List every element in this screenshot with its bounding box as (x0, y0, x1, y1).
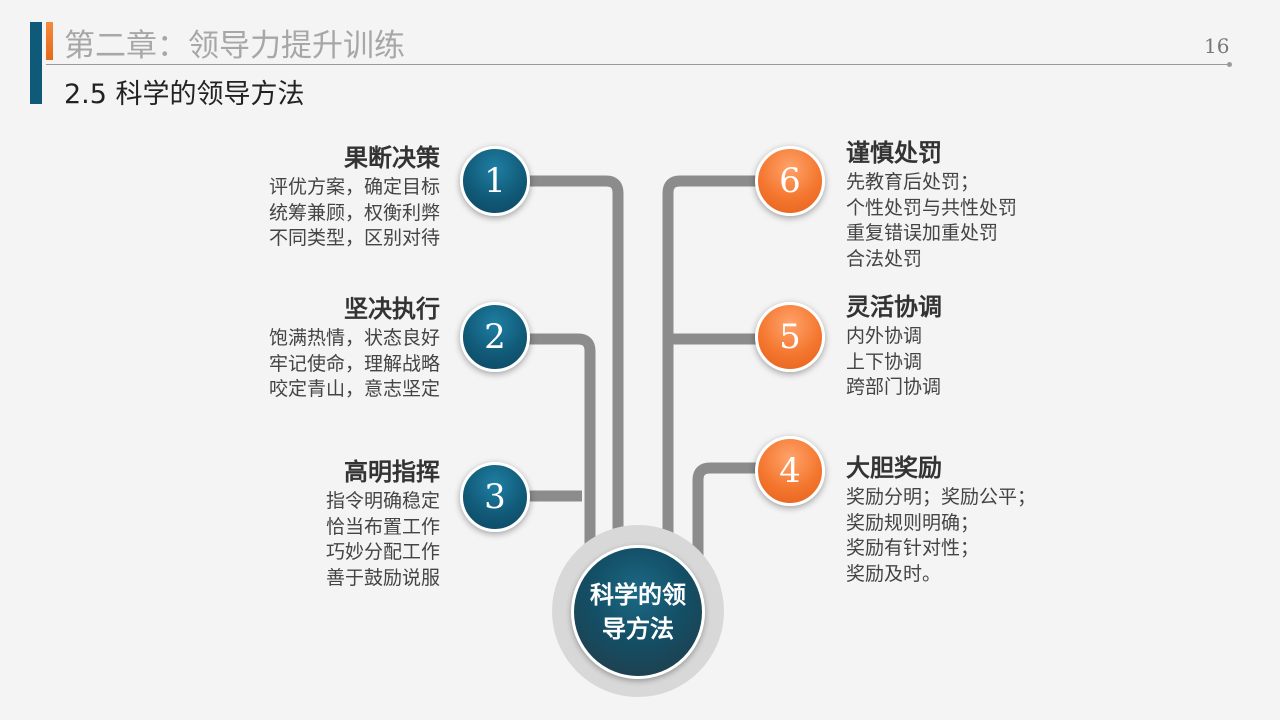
item-1-title: 果断决策 (344, 143, 440, 172)
title-divider (46, 64, 1230, 65)
item-6-line: 先教育后处罚； (846, 171, 980, 193)
section-subtitle: 2.5 科学的领导方法 (64, 79, 305, 110)
connector-6 (662, 175, 760, 560)
node-4: 4 (755, 436, 825, 506)
connector-1 (526, 175, 624, 560)
item-3-line: 巧妙分配工作 (325, 541, 440, 563)
item-5-line: 内外协调 (846, 325, 923, 347)
node-3-number: 3 (484, 477, 506, 517)
item-4-line: 奖励及时。 (846, 562, 942, 585)
node-6-number: 6 (779, 161, 801, 201)
item-5-line: 上下协调 (846, 350, 923, 373)
item-6-title: 谨慎处罚 (846, 138, 942, 167)
item-6-block: 谨慎处罚 先教育后处罚； 个性处罚与共性处罚 重复错误加重处罚 合法处罚 (846, 133, 1017, 272)
item-4-line: 奖励分明；奖励公平； (846, 486, 1037, 508)
item-1-line: 不同类型，区别对待 (268, 227, 440, 249)
title-divider-dot (1227, 62, 1232, 67)
item-2-block: 坚决执行 饱满热情，状态良好 牢记使命，理解战略 咬定青山，意志坚定 (269, 289, 440, 403)
item-2-line: 饱满热情，状态良好 (268, 327, 440, 349)
item-5-line: 跨部门协调 (846, 376, 942, 398)
item-2-line: 牢记使命，理解战略 (268, 352, 440, 375)
node-2: 2 (460, 302, 530, 372)
item-4-title: 大胆奖励 (846, 453, 942, 482)
page-title: 第二章：领导力提升训练 (64, 28, 405, 64)
item-1-line: 评优方案，确定目标 (268, 176, 440, 198)
connector-4 (692, 462, 760, 572)
item-3-title: 高明指挥 (344, 457, 440, 486)
node-2-number: 2 (484, 317, 506, 357)
item-2-line: 咬定青山，意志坚定 (268, 378, 440, 400)
node-6: 6 (755, 146, 825, 216)
connector-2 (526, 333, 596, 572)
page-number: 16 (1204, 34, 1230, 58)
item-3-line: 指令明确稳定 (325, 490, 440, 512)
node-1-number: 1 (484, 161, 506, 201)
center-hub: 科学的领导方法 (571, 545, 705, 679)
item-3-block: 高明指挥 指令明确稳定 恰当布置工作 巧妙分配工作 善于鼓励说服 (326, 452, 440, 591)
item-5-block: 灵活协调 内外协调 上下协调 跨部门协调 (846, 287, 942, 401)
node-1: 1 (460, 146, 530, 216)
node-3: 3 (460, 462, 530, 532)
item-4-line: 奖励有针对性； (846, 537, 980, 559)
item-1-line: 统筹兼顾，权衡利弊 (268, 201, 440, 224)
title-accent-orange (46, 22, 53, 60)
center-label: 科学的领导方法 (590, 580, 686, 643)
item-6-line: 合法处罚 (846, 247, 923, 270)
title-accent-bar (30, 22, 42, 104)
node-5-number: 5 (779, 317, 801, 357)
item-4-block: 大胆奖励 奖励分明；奖励公平； 奖励规则明确； 奖励有针对性； 奖励及时。 (846, 448, 1036, 587)
item-3-line: 善于鼓励说服 (325, 566, 440, 589)
node-5: 5 (755, 302, 825, 372)
item-5-title: 灵活协调 (846, 292, 942, 321)
item-3-line: 恰当布置工作 (325, 515, 440, 538)
item-1-block: 果断决策 评优方案，确定目标 统筹兼顾，权衡利弊 不同类型，区别对待 (269, 138, 440, 252)
item-6-line: 个性处罚与共性处罚 (846, 196, 1018, 219)
item-4-line: 奖励规则明确； (846, 511, 980, 534)
item-2-title: 坚决执行 (344, 294, 440, 323)
item-6-line: 重复错误加重处罚 (846, 222, 999, 244)
node-4-number: 4 (779, 451, 801, 491)
